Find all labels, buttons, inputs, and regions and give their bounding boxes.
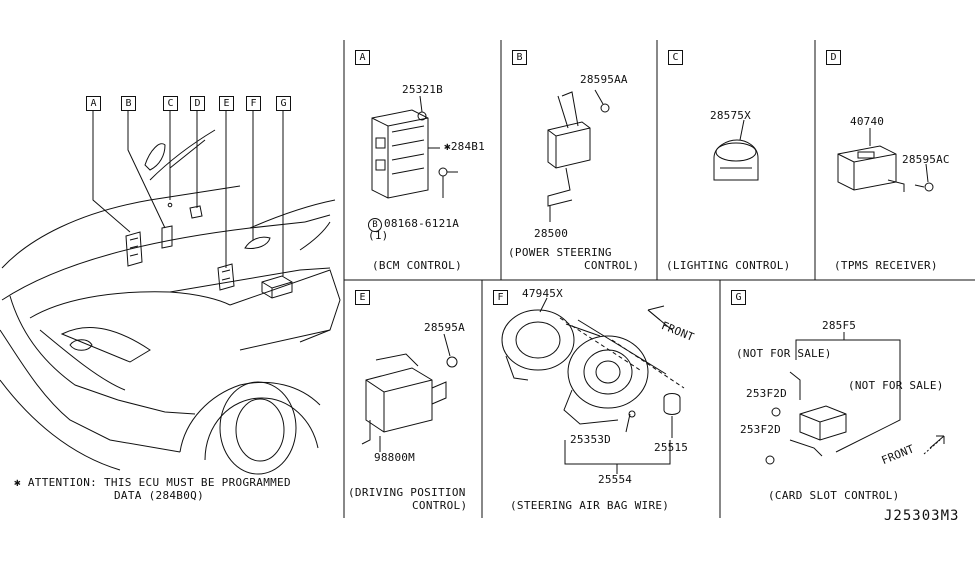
part-number: 253F2D (746, 387, 787, 400)
car-illustration (0, 129, 341, 475)
part-number: 47945X (522, 287, 563, 300)
callout-d: D (190, 96, 205, 111)
part-number: ✱284B1 (444, 140, 485, 153)
part-number: 28500 (534, 227, 569, 240)
not-for-sale-note: (NOT FOR SALE) (848, 379, 944, 392)
tpms-receiver-art (837, 128, 934, 192)
panel-g-caption: (CARD SLOT CONTROL) (768, 489, 900, 502)
part-number: 25554 (598, 473, 633, 486)
bcm-module-art (371, 95, 458, 199)
panel-e-letter: E (355, 290, 370, 305)
diagram-code: J25303M3 (884, 508, 960, 524)
part-number: 285F5 (822, 319, 857, 332)
panel-d-letter: D (826, 50, 841, 65)
callout-f: F (246, 96, 261, 111)
part-number: 25515 (654, 441, 689, 454)
callout-leaders (92, 110, 284, 276)
attention-note-line2: DATA (284B0Q) (114, 489, 204, 502)
panel-e-caption-line1: (DRIVING POSITION (348, 486, 466, 499)
callout-c: C (163, 96, 178, 111)
callout-g: G (276, 96, 291, 111)
part-number: 40740 (850, 115, 885, 128)
panel-a-caption: (BCM CONTROL) (372, 259, 462, 272)
part-number: 25321B (402, 83, 443, 96)
panel-c-caption: (LIGHTING CONTROL) (666, 259, 791, 272)
part-number: 28595AA (580, 73, 628, 86)
lighting-control-art (713, 119, 759, 181)
power-steering-control-art (547, 89, 610, 222)
panel-dividers (343, 40, 975, 518)
driving-position-control-art (361, 333, 458, 452)
panel-b-letter: B (512, 50, 527, 65)
panel-g-letter: G (731, 290, 746, 305)
panel-b-caption-line1: (POWER STEERING (508, 246, 612, 259)
callout-e: E (219, 96, 234, 111)
part-number: 253F2D (740, 423, 781, 436)
panel-f-caption: (STEERING AIR BAG WIRE) (510, 499, 670, 512)
not-for-sale-note: (NOT FOR SALE) (736, 347, 832, 360)
panel-c-letter: C (668, 50, 683, 65)
part-number: 98800M (374, 451, 415, 464)
part-number: 28595AC (902, 153, 950, 166)
part-number: 25353D (570, 433, 611, 446)
panel-d-caption: (TPMS RECEIVER) (834, 259, 938, 272)
card-slot-control-art (765, 332, 945, 465)
panel-f-letter: F (493, 290, 508, 305)
panel-e-caption-line2: CONTROL) (412, 499, 468, 512)
attention-note-line1: ✱ ATTENTION: THIS ECU MUST BE PROGRAMMED (14, 476, 291, 489)
part-quantity: (1) (368, 229, 389, 242)
spiral-cable-art (501, 297, 685, 474)
bolt-symbol: B (368, 218, 382, 232)
callout-b: B (121, 96, 136, 111)
part-number: 08168-6121A (384, 217, 460, 230)
panel-a-letter: A (355, 50, 370, 65)
panel-b-caption-line2: CONTROL) (584, 259, 640, 272)
part-number: 28575X (710, 109, 751, 122)
part-number: 28595A (424, 321, 465, 334)
callout-a: A (86, 96, 101, 111)
